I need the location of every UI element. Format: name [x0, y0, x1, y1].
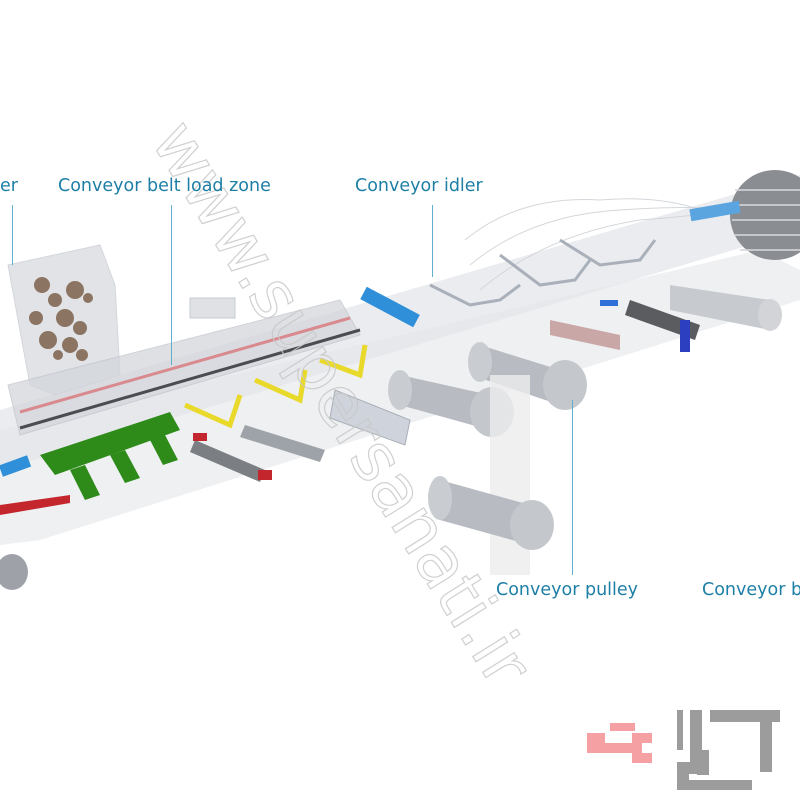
- label-hopper: er: [0, 176, 18, 196]
- idler-roller-blue: [689, 200, 741, 222]
- troughing-idlers: [429, 238, 657, 307]
- cleaner-blue: [680, 320, 690, 352]
- label-belt: Conveyor b: [702, 580, 800, 600]
- pulley-lower: [428, 476, 554, 550]
- load-zone-skirt: [7, 299, 361, 436]
- snub-pulley-right: [670, 285, 782, 331]
- label-pulley: Conveyor pulley: [496, 580, 639, 600]
- red-brush: [550, 320, 620, 350]
- dust-cover: [189, 297, 236, 319]
- impact-idler-blue: [360, 286, 420, 328]
- label-load-zone: Conveyor belt load zone: [58, 176, 271, 196]
- carry-belt: [0, 175, 800, 470]
- leader-idler: [432, 205, 433, 277]
- belt-cleaner-left: [0, 495, 70, 515]
- return-roller: [190, 440, 265, 482]
- idler-frames-yellow: [183, 344, 368, 429]
- spiral-roller: [240, 425, 325, 462]
- head-pulley-mesh: [730, 170, 800, 260]
- leader-hopper: [12, 205, 13, 265]
- leader-load-zone: [171, 205, 172, 365]
- leader-pulley: [572, 400, 573, 575]
- transition-idler: [0, 455, 32, 477]
- site-logo: [587, 710, 780, 790]
- belt-edge: [19, 328, 361, 430]
- belt-scraper: [329, 389, 411, 446]
- skirt-rubber: [19, 316, 351, 414]
- ore-rocks: [29, 277, 93, 361]
- label-idler: Conveyor idler: [355, 176, 483, 196]
- logo-grey-glyph: [677, 710, 780, 790]
- watermark-text: www.supersanati.ir: [136, 107, 547, 700]
- tail-pulley: [0, 554, 28, 590]
- impact-bed-frame: [40, 412, 180, 500]
- logo-pink-glyph: [587, 723, 652, 763]
